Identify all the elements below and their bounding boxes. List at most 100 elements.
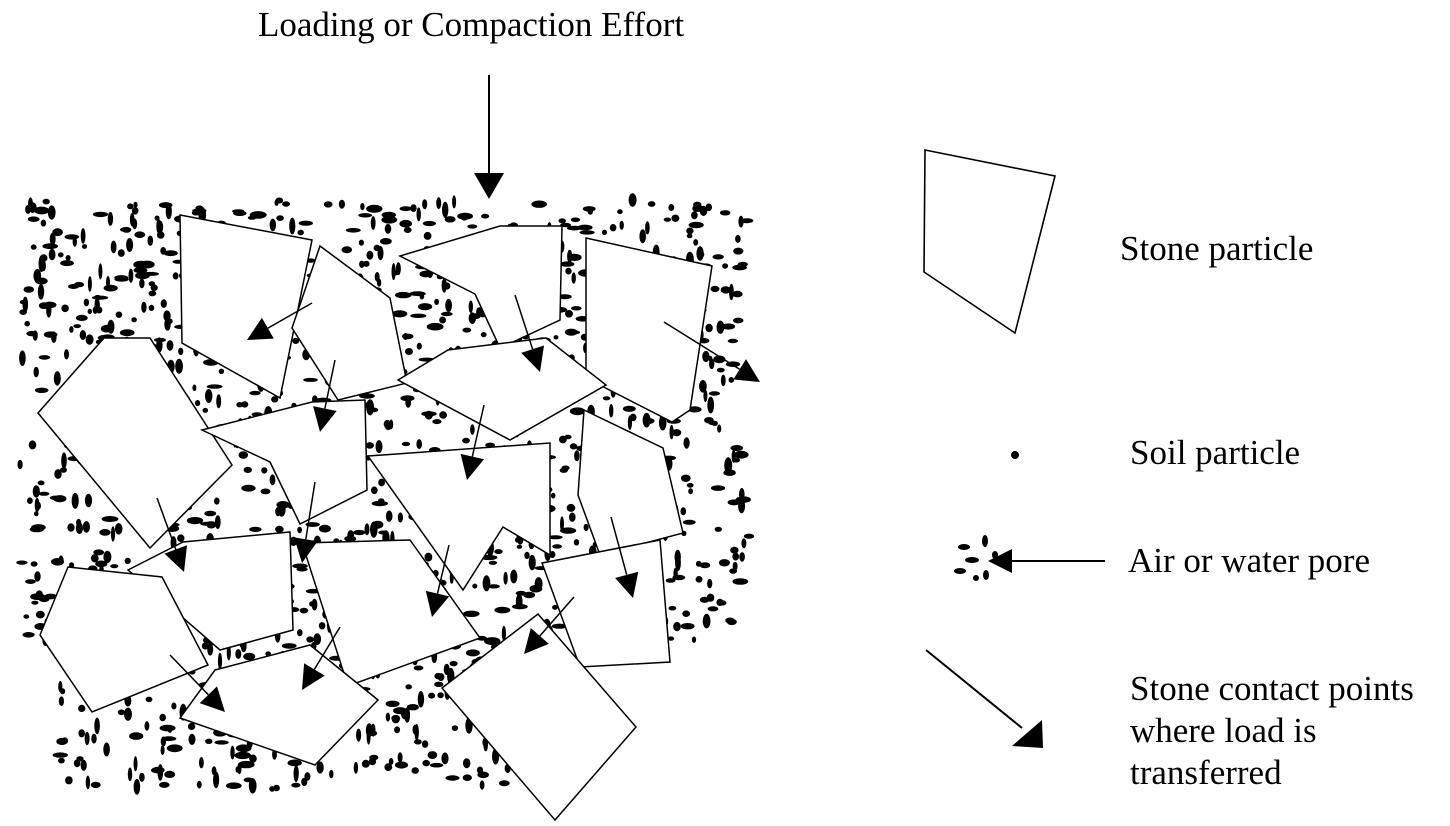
soil-particle <box>248 778 257 794</box>
soil-particle <box>87 308 93 315</box>
soil-particle <box>42 198 50 205</box>
soil-particle <box>428 692 436 699</box>
soil-particle <box>682 519 696 525</box>
soil-particle <box>702 613 711 629</box>
soil-particle <box>399 206 412 212</box>
soil-particle <box>686 482 694 488</box>
soil-particle <box>691 636 697 643</box>
soil-particle <box>122 227 132 233</box>
soil-particle <box>297 229 304 236</box>
soil-particle <box>366 250 374 260</box>
soil-particle <box>693 239 699 246</box>
contact-arrow-3 <box>514 294 544 372</box>
soil-particle <box>523 591 536 599</box>
soil-particle <box>565 328 578 336</box>
soil-particle <box>457 212 473 220</box>
soil-particle <box>133 778 141 795</box>
soil-particle <box>48 248 56 261</box>
soil-particle <box>422 220 436 227</box>
soil-particle <box>582 206 596 212</box>
soil-particle <box>484 637 501 646</box>
soil-particle <box>717 424 722 433</box>
soil-particle <box>577 224 593 231</box>
soil-particle <box>602 396 611 401</box>
soil-particle <box>132 218 138 230</box>
soil-particle <box>207 642 214 656</box>
soil-particle <box>95 560 108 568</box>
soil-particle <box>127 767 133 782</box>
soil-particle <box>90 781 101 789</box>
soil-particle <box>516 544 523 549</box>
soil-particle <box>214 515 221 529</box>
soil-particle <box>171 702 177 710</box>
soil-particle <box>707 396 715 414</box>
soil-particle <box>529 584 543 593</box>
soil-particle <box>27 497 33 505</box>
soil-particle <box>364 402 371 409</box>
soil-particle <box>172 272 179 280</box>
soil-particle <box>65 255 71 261</box>
soil-particle <box>570 217 581 223</box>
soil-particle <box>410 313 427 318</box>
soil-particle <box>344 535 357 542</box>
soil-particle <box>22 296 29 313</box>
soil-particle <box>124 557 131 565</box>
soil-particle <box>373 244 381 252</box>
soil-particle <box>368 730 378 736</box>
soil-particle <box>716 320 725 334</box>
soil-particle <box>389 419 394 430</box>
soil-particle <box>472 583 478 589</box>
soil-particle <box>163 250 178 257</box>
soil-particle <box>329 769 334 779</box>
contact-arrow-11 <box>302 626 341 690</box>
soil-particle <box>114 523 123 535</box>
soil-particle <box>160 299 167 308</box>
soil-particle <box>421 411 437 417</box>
soil-particle <box>424 552 433 562</box>
soil-particle <box>91 295 109 300</box>
soil-particle <box>682 610 691 617</box>
soil-particle <box>551 623 568 629</box>
contact-arrow-4 <box>663 321 760 382</box>
soil-particle <box>705 203 712 212</box>
soil-particle <box>356 728 362 742</box>
soil-particle <box>33 269 42 283</box>
soil-particle <box>115 311 123 318</box>
soil-particle <box>110 564 119 569</box>
soil-particle <box>26 330 38 337</box>
soil-particle <box>225 782 242 789</box>
soil-particle <box>213 771 220 789</box>
soil-particle <box>147 235 154 246</box>
soil-particle <box>376 278 382 287</box>
soil-particle <box>110 526 116 542</box>
soil-particle <box>126 238 134 252</box>
soil-particle <box>375 440 383 454</box>
contact-arrow-7 <box>294 481 318 563</box>
soil-particle <box>553 335 559 340</box>
soil-particle <box>737 261 748 267</box>
soil-particle <box>720 374 726 387</box>
contact-arrow-10 <box>169 654 225 712</box>
soil-particle <box>28 197 33 212</box>
soil-particle <box>675 554 681 572</box>
soil-particle <box>729 283 734 301</box>
soil-particle <box>699 380 707 393</box>
soil-particle <box>353 529 366 536</box>
soil-particle <box>156 220 164 234</box>
soil-particle <box>241 484 256 492</box>
soil-particle <box>416 439 423 450</box>
soil-particle <box>569 512 576 522</box>
soil-particle <box>732 458 741 463</box>
soil-particle <box>432 419 442 425</box>
soil-particle <box>129 732 144 740</box>
soil-particle <box>28 440 37 450</box>
stone-particles <box>37 214 713 822</box>
soil-particle <box>647 201 656 207</box>
soil-particle <box>39 254 48 262</box>
soil-particle <box>370 486 378 495</box>
soil-particle <box>730 546 739 554</box>
legend-soil-icon <box>1011 451 1019 459</box>
soil-particle <box>60 467 67 473</box>
soil-particle <box>163 310 171 322</box>
soil-particle <box>103 284 118 292</box>
